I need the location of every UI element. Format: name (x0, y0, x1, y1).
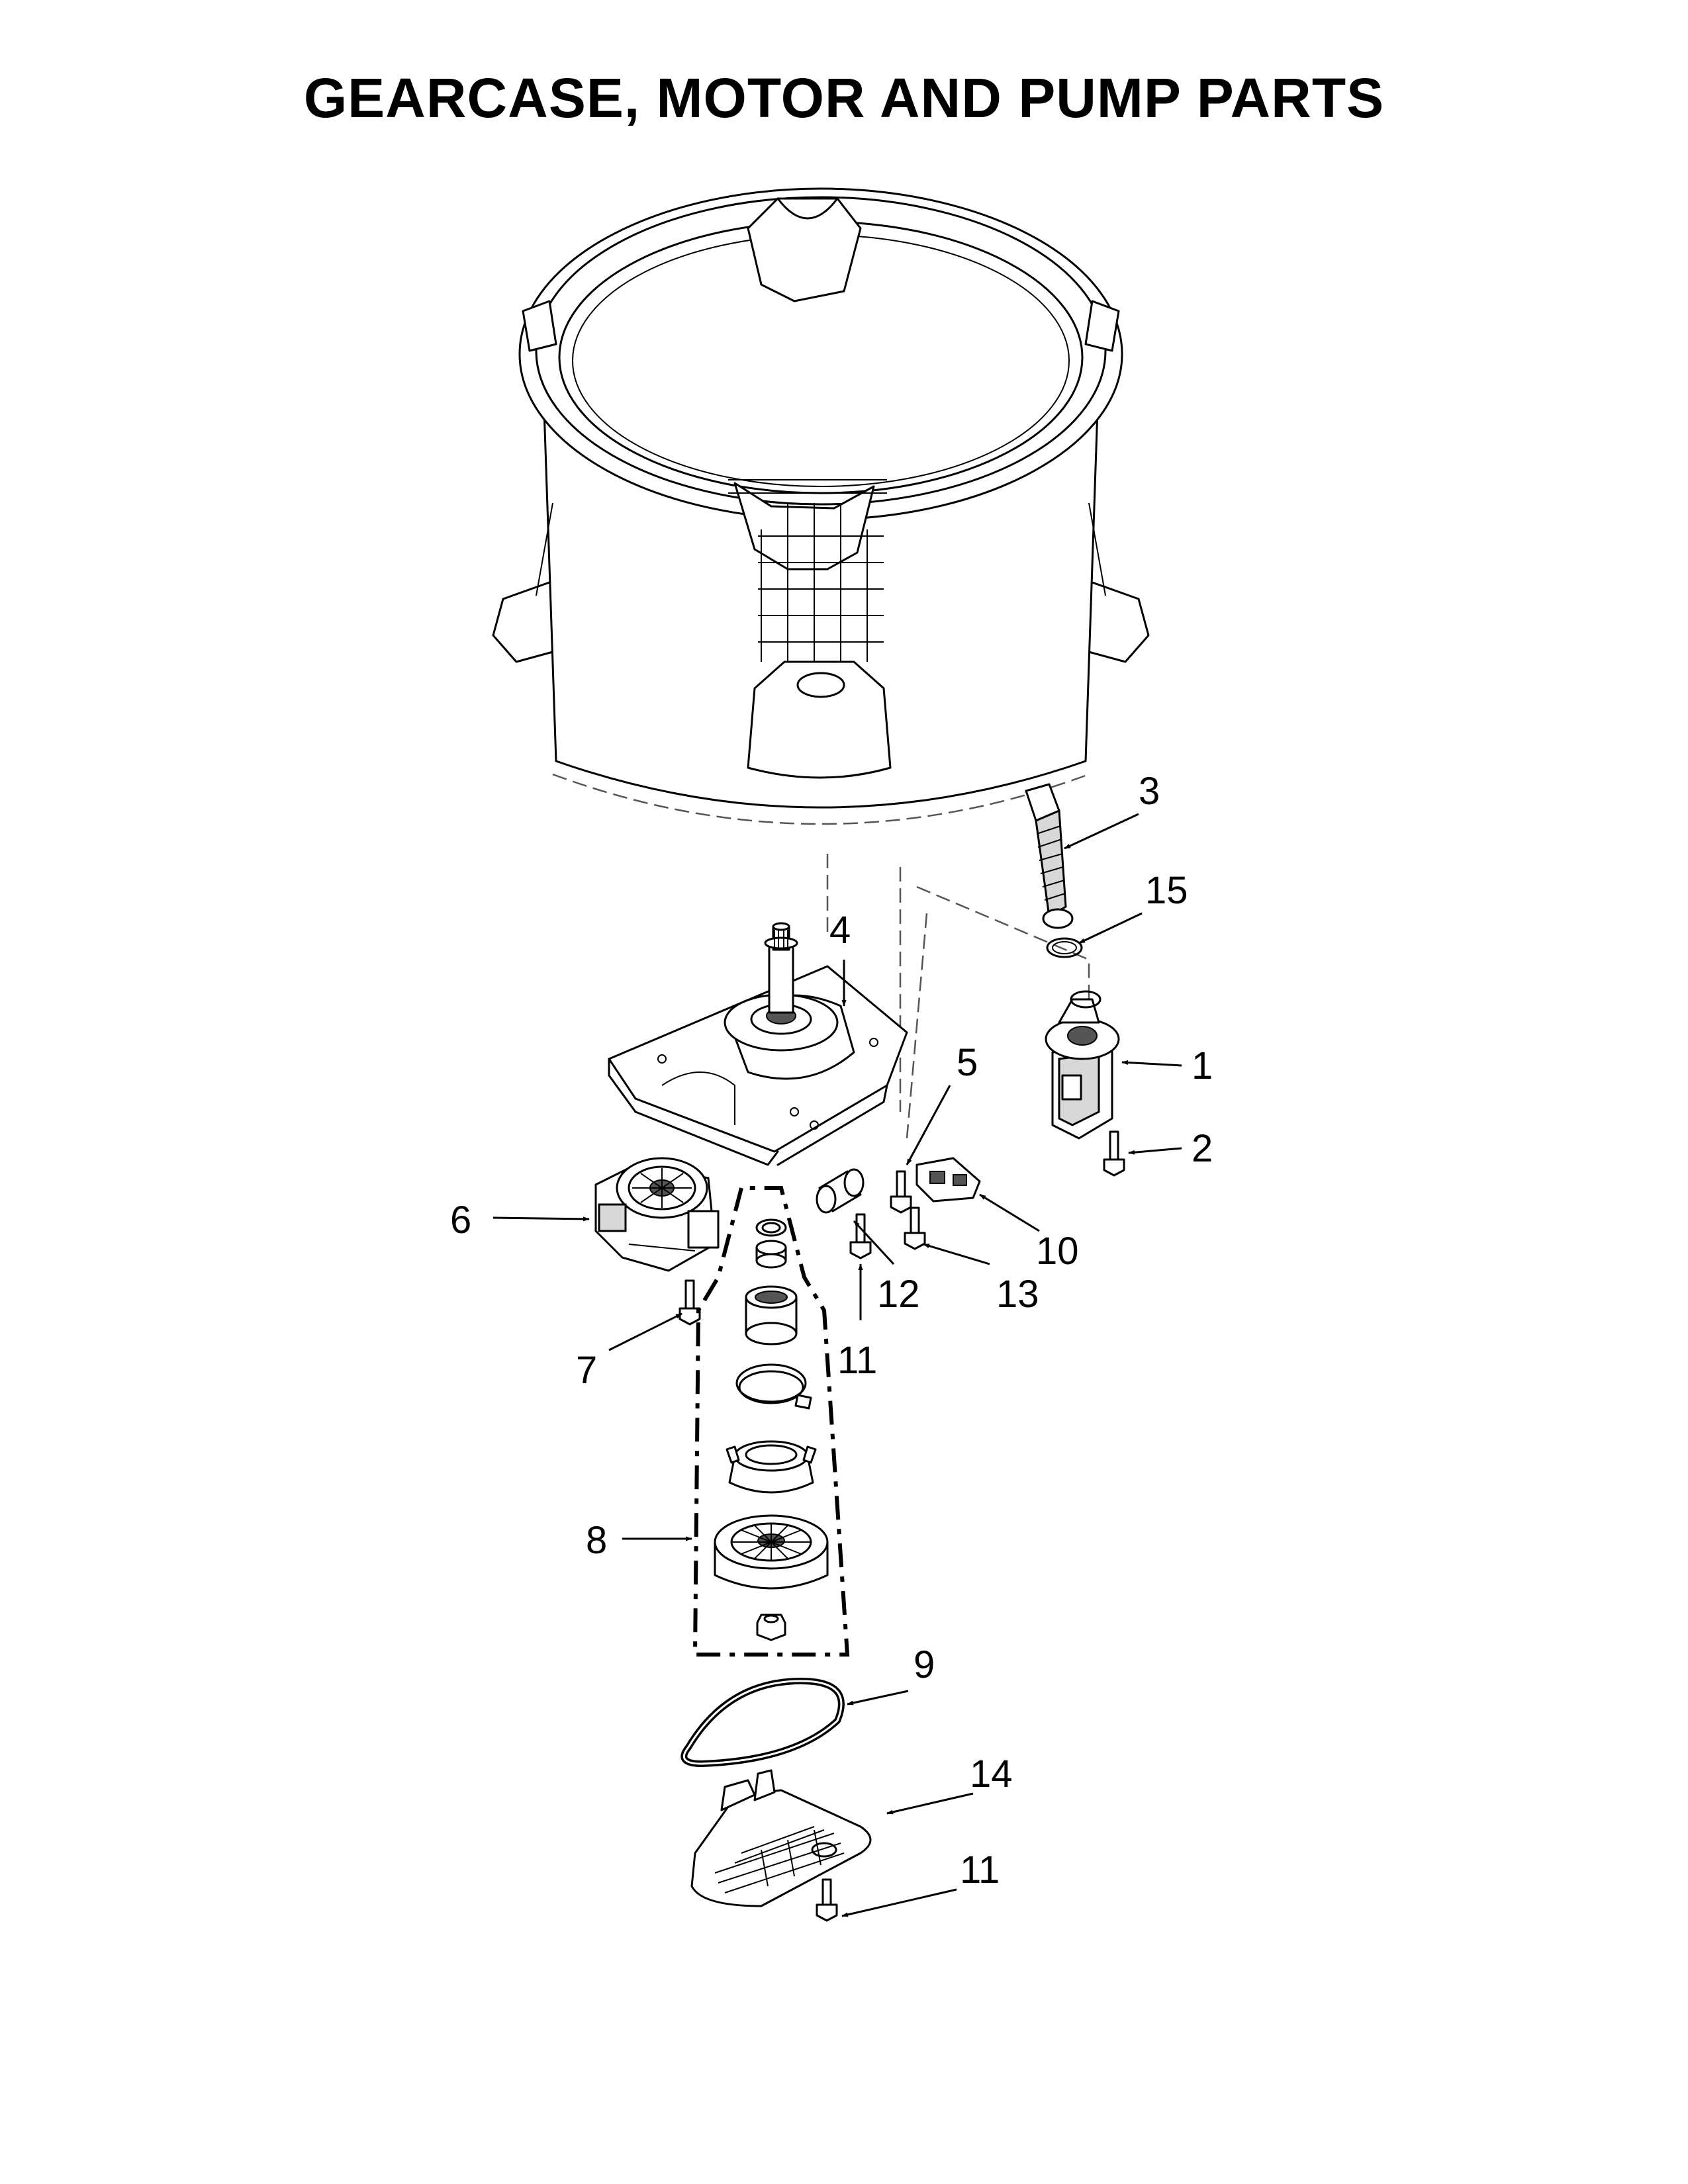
callout-8: 8 (586, 1519, 607, 1562)
callout-7: 7 (576, 1349, 597, 1392)
callout-6: 6 (450, 1199, 471, 1242)
part-5-gearcase-screw (890, 1170, 912, 1214)
part-10-lid-switch (915, 1157, 981, 1203)
callout-10: 10 (1036, 1230, 1079, 1273)
callout-9: 9 (914, 1643, 935, 1686)
page-title: GEARCASE, MOTOR AND PUMP PARTS (303, 67, 1385, 129)
part-14-motor-shield (690, 1769, 872, 1907)
callout-4: 4 (829, 909, 851, 952)
part-11-screw-lower (816, 1878, 838, 1922)
wash-tub (492, 187, 1150, 825)
leader-lines (492, 813, 1182, 1917)
callout-1: 1 (1192, 1044, 1213, 1087)
callout-11-lower: 11 (960, 1848, 1000, 1891)
callout-13: 13 (996, 1273, 1039, 1316)
callout-2: 2 (1192, 1127, 1213, 1170)
part-8-clutch-pulley-kit (692, 1186, 850, 1657)
part-2-pump-screw (1103, 1130, 1125, 1177)
callout-labels: 1 2 3 4 5 6 7 8 9 10 11 12 13 11 14 11 1… (450, 770, 1213, 1891)
part-1-drain-pump (1045, 990, 1120, 1140)
callout-15: 15 (1145, 869, 1188, 912)
part-4-gearcase (608, 922, 908, 1166)
callout-3: 3 (1139, 770, 1160, 813)
part-13-screw (904, 1206, 926, 1250)
part-12-capacitor (816, 1168, 865, 1214)
part-6-drive-motor (594, 1157, 720, 1272)
callout-5: 5 (957, 1041, 978, 1084)
callout-11-upper: 11 (837, 1339, 877, 1382)
callout-14: 14 (970, 1752, 1013, 1796)
part-7-motor-screw (679, 1279, 701, 1326)
part-15-clamp (1046, 937, 1083, 958)
part-9-drive-belt (680, 1678, 845, 1767)
part-3-drain-hose (1025, 783, 1074, 929)
callout-12: 12 (877, 1273, 920, 1316)
